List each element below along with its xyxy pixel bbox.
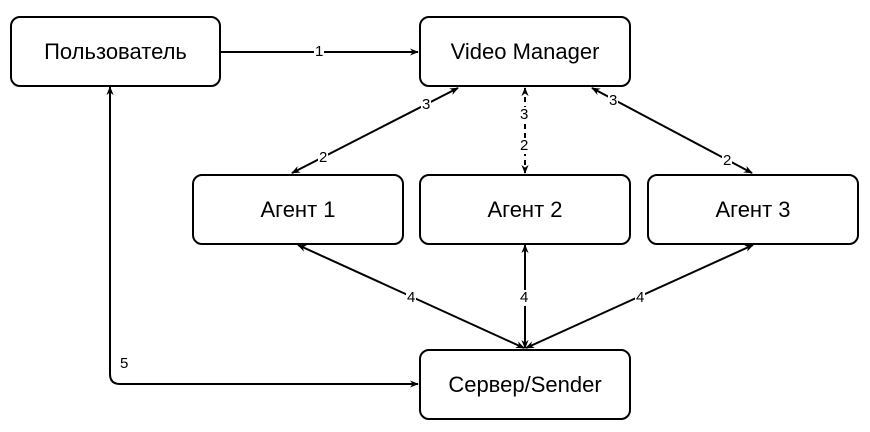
video-manager-node: Video Manager xyxy=(419,16,631,87)
agent3-node: Агент 3 xyxy=(647,174,859,245)
edge-label-agent2-server: 4 xyxy=(519,289,530,306)
agent1-node: Агент 1 xyxy=(192,174,404,245)
edge-label-vm-agent2-down: 2 xyxy=(519,137,530,154)
agent3-node-label: Агент 3 xyxy=(715,196,791,222)
agent1-node-label: Агент 1 xyxy=(260,196,336,222)
edge-video-manager-agent1 xyxy=(291,87,459,174)
edge-label-vm-agent3-down: 2 xyxy=(722,152,733,169)
edge-server-to-user xyxy=(106,86,419,388)
edge-label-vm-agent1-up: 3 xyxy=(421,96,432,113)
edge-label-agent1-server: 4 xyxy=(406,289,417,306)
edge-label-server-user: 5 xyxy=(119,355,130,372)
edge-label-agent3-server: 4 xyxy=(635,289,646,306)
edge-label-vm-agent3-up: 3 xyxy=(608,92,619,109)
edge-label-vm-agent1-down: 2 xyxy=(318,149,329,166)
video-manager-node-label: Video Manager xyxy=(450,38,600,64)
edge-label-vm-agent2-up: 3 xyxy=(519,106,530,123)
edge-label-user-to-vm: 1 xyxy=(314,43,325,60)
server-node-label: Сервер/Sender xyxy=(448,371,602,397)
server-node: Сервер/Sender xyxy=(419,349,631,420)
agent2-node: Агент 2 xyxy=(419,174,631,245)
user-node: Пользователь xyxy=(10,16,221,87)
agent2-node-label: Агент 2 xyxy=(487,196,563,222)
user-node-label: Пользователь xyxy=(44,38,187,64)
